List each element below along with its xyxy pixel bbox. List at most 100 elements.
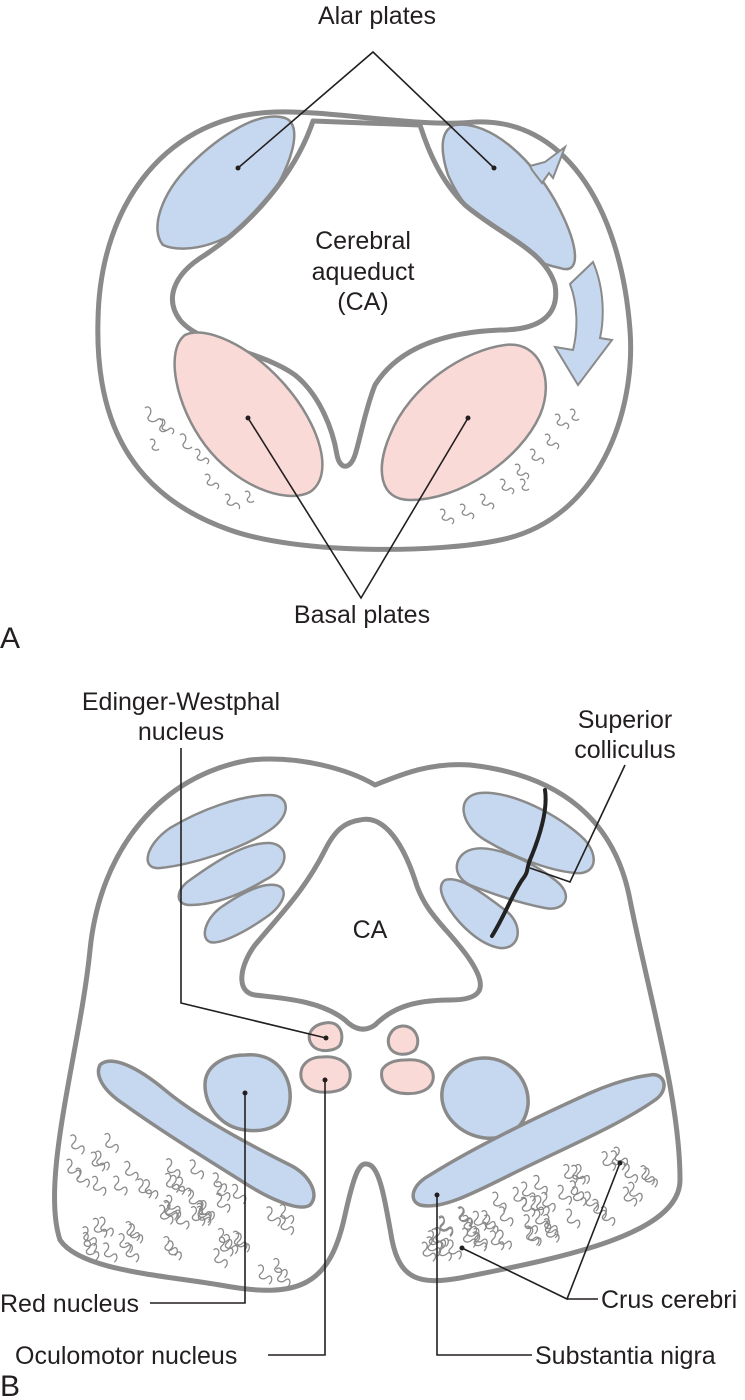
fiber-squiggle — [520, 1181, 536, 1202]
fiber-squiggle — [82, 1226, 97, 1247]
oculomotor-nucleus-left — [299, 1055, 352, 1094]
fiber-squiggle — [200, 1199, 215, 1221]
pointer-dot — [459, 1245, 465, 1251]
pointer-dot — [322, 1077, 328, 1083]
fiber-squiggle — [92, 1217, 108, 1239]
colliculus-layer-left-1 — [146, 793, 287, 870]
label-cerebral-aqueduct-line1: Cerebral — [315, 227, 411, 255]
fiber-squiggle — [158, 1204, 174, 1225]
fiber-squiggle — [163, 1235, 178, 1257]
colliculus-layer-left-3 — [203, 883, 285, 944]
fiber-squiggle — [275, 1267, 291, 1288]
fiber-squiggle — [257, 1264, 273, 1285]
fiber-squiggle — [165, 1194, 181, 1216]
fiber-squiggle — [497, 1229, 512, 1250]
basal-plate-right — [380, 343, 548, 502]
fiber-squiggle — [571, 1186, 587, 1207]
fiber-squiggle — [457, 1206, 473, 1227]
fiber-squiggle — [266, 1206, 281, 1227]
label-oculomotor-nucleus: Oculomotor nucleus — [15, 1342, 237, 1370]
migration-arrow-up-right-icon — [528, 144, 568, 185]
fiber-squiggle — [623, 1163, 639, 1184]
fiber-squiggle — [498, 1206, 514, 1227]
fiber-squiggle — [421, 1241, 437, 1262]
fiber-squiggle — [218, 1236, 234, 1257]
leader-red-nucleus — [150, 1093, 246, 1304]
red-nucleus-right — [440, 1056, 530, 1140]
leader-edinger-westphal — [180, 748, 327, 1039]
leader-alar-plates — [237, 50, 495, 169]
fiber-squiggle — [91, 1175, 107, 1197]
fiber-squiggle — [489, 1230, 505, 1251]
fiber-squiggle — [128, 1223, 144, 1244]
pointer-dot — [245, 415, 251, 421]
fiber-squiggle — [164, 1172, 180, 1194]
fiber-squiggle — [196, 1205, 212, 1227]
fiber-squiggle — [643, 1167, 658, 1188]
pointer-dot — [323, 1035, 329, 1041]
fiber-squiggle — [124, 1242, 140, 1263]
edinger-westphal-nucleus-right — [386, 1024, 420, 1056]
pointer-dot — [465, 415, 471, 421]
substantia-nigra-left — [96, 1059, 316, 1209]
fiber-squiggle — [473, 1227, 488, 1248]
fiber-squiggle — [165, 1158, 181, 1179]
fiber-squiggle — [571, 1164, 586, 1186]
fiber-squiggle — [491, 1191, 507, 1212]
label-red-nucleus: Red nucleus — [0, 1290, 139, 1318]
fiber-squiggle — [481, 1209, 496, 1231]
label-cerebral-aqueduct-line2: aqueduct — [312, 258, 415, 286]
crus-cerebri-fibers — [66, 1132, 658, 1288]
fiber-squiggle — [213, 1248, 228, 1269]
fiber-squiggle — [82, 1231, 98, 1253]
fiber-squiggle — [557, 1184, 573, 1206]
fiber-squiggle — [437, 1241, 452, 1262]
basal-plate-left — [173, 331, 324, 498]
leader-basal-plates — [247, 417, 469, 600]
fiber-squiggle — [600, 1205, 616, 1227]
fiber-squiggle — [75, 1167, 90, 1188]
fiber-squiggle — [215, 1181, 231, 1202]
fiber-squiggle — [447, 1239, 462, 1260]
fiber-squiggle — [438, 1216, 454, 1238]
substantia-nigra-right — [411, 1073, 666, 1208]
fiber-squiggle — [533, 1174, 548, 1196]
fiber-squiggle — [279, 1215, 295, 1236]
leader-crus-cerebri — [461, 1162, 621, 1301]
fiber-squiggle — [102, 1242, 118, 1263]
fiber-squiggle — [95, 1150, 110, 1171]
panel-label-a: A — [0, 622, 20, 655]
fiber-squiggle — [215, 1192, 231, 1214]
panel-b: Edinger-Westphal nucleus Superior collic… — [0, 688, 737, 1400]
fiber-squiggle — [575, 1163, 590, 1185]
fiber-squiggle — [483, 1214, 499, 1235]
colliculus-layer-right-2 — [455, 847, 567, 910]
colliculus-layer-left-2 — [177, 841, 286, 907]
fiber-squiggle — [189, 1159, 205, 1180]
fiber-squiggle — [526, 1226, 542, 1247]
label-crus-cerebri: Crus cerebri — [601, 1286, 737, 1314]
fiber-squiggle — [544, 1222, 560, 1243]
oculomotor-nucleus-right — [380, 1058, 435, 1096]
fiber-squiggle — [163, 1199, 178, 1221]
fiber-squiggle — [70, 1134, 85, 1155]
fiber-squiggle — [628, 1181, 643, 1203]
pointer-dot — [434, 1192, 440, 1198]
fiber-squiggle — [232, 1230, 248, 1251]
cerebral-aqueduct-a — [170, 118, 559, 469]
fiber-squiggle — [187, 1189, 203, 1210]
fiber-squiggle — [520, 1196, 536, 1218]
fiber-squiggle — [427, 1230, 443, 1251]
fiber-squiggle — [170, 1174, 186, 1196]
fiber-squiggle — [167, 1240, 182, 1261]
leader-superior-colliculus — [529, 764, 626, 883]
fiber-squiggle — [66, 1158, 81, 1179]
fiber-squiggle — [217, 1227, 233, 1249]
colliculus-layer-marker — [490, 788, 548, 938]
panel-a-fibers — [144, 406, 580, 525]
fiber-squiggle — [223, 1233, 239, 1255]
migration-arrow-down-icon — [553, 260, 614, 387]
pointer-dot — [235, 165, 241, 171]
fiber-squiggle — [610, 1150, 626, 1171]
fiber-squiggle — [565, 1208, 581, 1229]
